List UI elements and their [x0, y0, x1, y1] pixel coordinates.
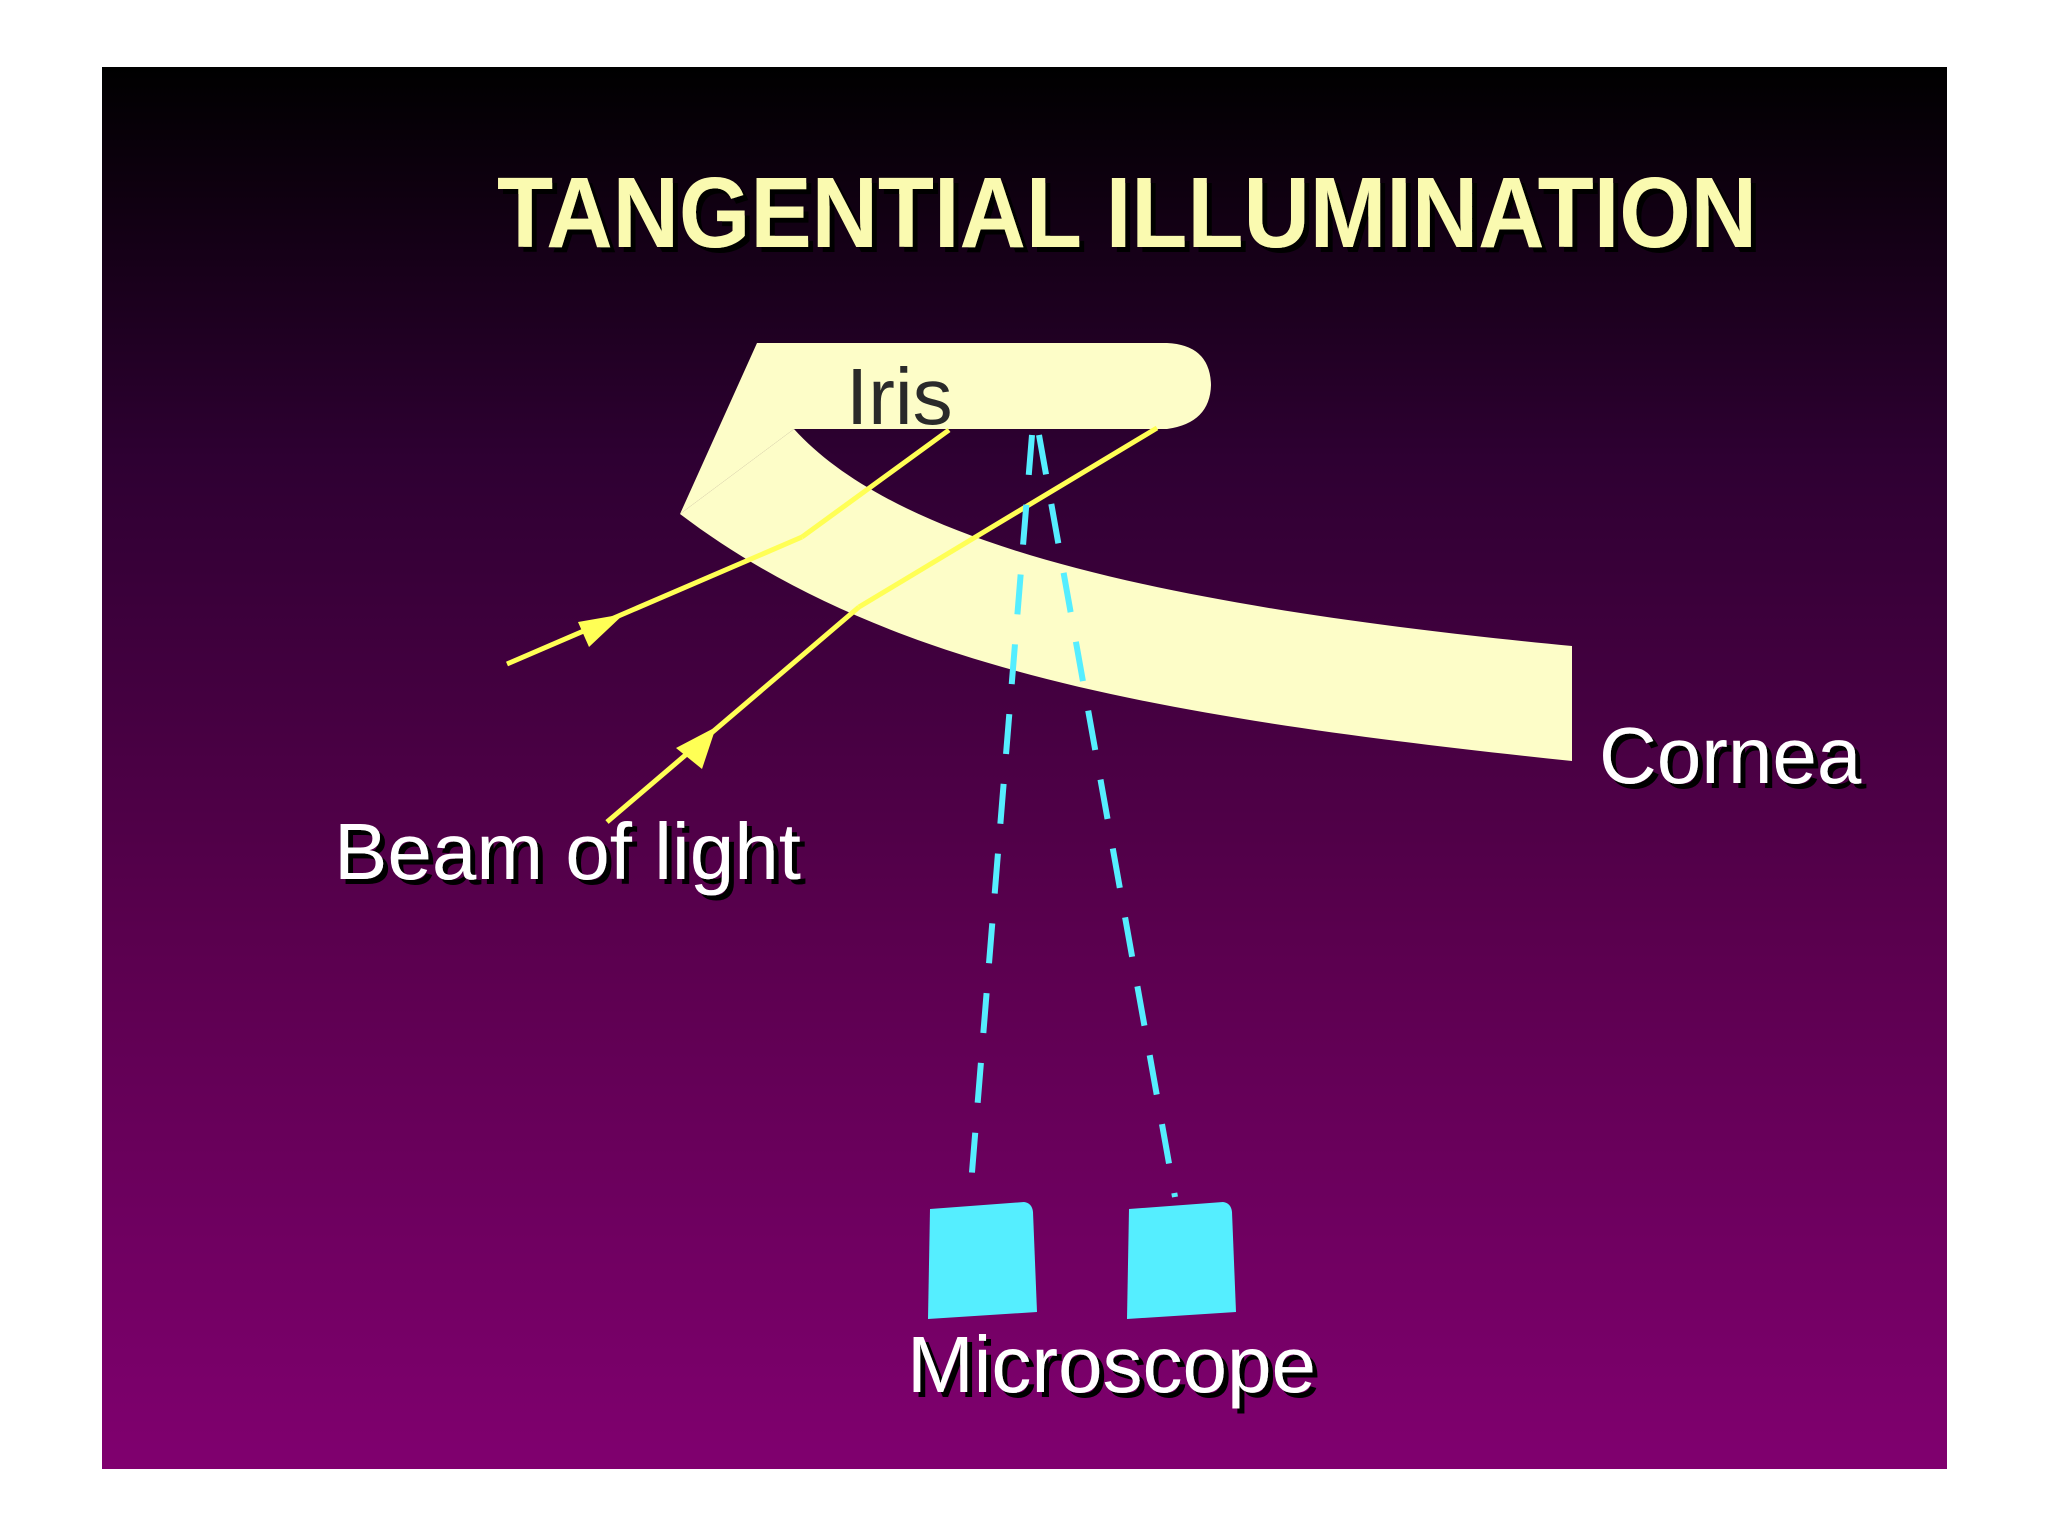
slide-title: TANGENTIAL ILLUMINATION — [497, 157, 1757, 269]
microscope-view-line-left — [967, 434, 1035, 1198]
cornea-shape — [680, 429, 1572, 761]
microscope-eyepiece-right — [1127, 1202, 1236, 1319]
slide: TANGENTIAL ILLUMINATION Iris Cornea Beam… — [102, 67, 1947, 1469]
light-ray-lower-arrowhead — [676, 727, 716, 769]
beam-of-light-label: Beam of light — [334, 807, 801, 896]
iris-label: Iris — [846, 352, 953, 441]
light-ray-upper-reflected — [800, 427, 951, 540]
light-ray-upper-arrowhead — [578, 614, 624, 647]
light-ray-upper-incoming — [506, 534, 803, 667]
light-ray-lower-reflected — [857, 425, 1159, 610]
microscope-eyepiece-left — [928, 1202, 1037, 1319]
microscope-view-line-right — [1036, 434, 1178, 1198]
light-ray-lower-incoming — [605, 605, 861, 824]
microscope-label: Microscope — [907, 1320, 1316, 1409]
tangential-illumination-diagram: TANGENTIAL ILLUMINATION Iris Cornea Beam… — [102, 67, 1947, 1469]
iris-shape — [680, 343, 1211, 514]
cornea-label: Cornea — [1599, 711, 1862, 800]
